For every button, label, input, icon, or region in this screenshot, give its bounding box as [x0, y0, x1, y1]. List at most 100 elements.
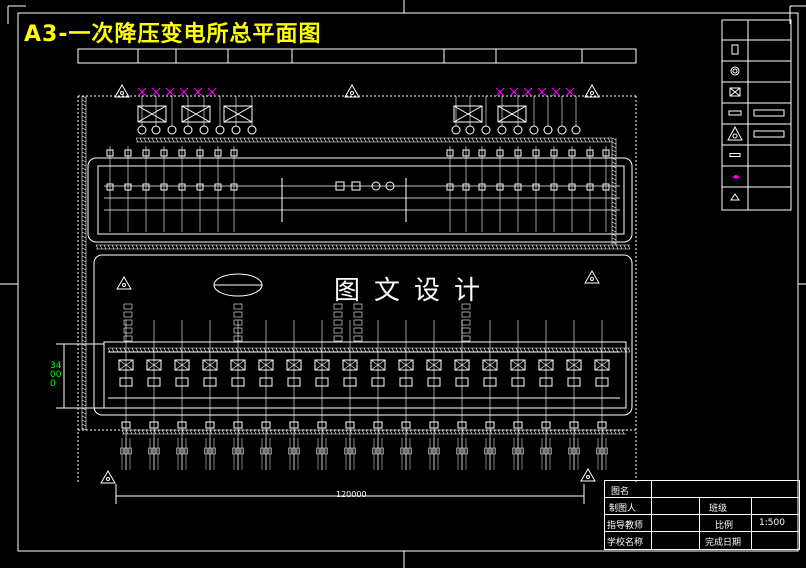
breaker-box: [178, 183, 186, 191]
transformer-circle: [137, 125, 147, 135]
feeder-box: [401, 421, 411, 429]
disconnect-switch: [160, 149, 168, 157]
feeder-cabinet: [286, 359, 302, 371]
breaker-box: [446, 183, 454, 191]
switch-stack: [353, 327, 363, 334]
lightning-rod-triangle: [116, 276, 132, 290]
svg-text:◂▸: ◂▸: [732, 172, 740, 181]
transformer-circle: [529, 125, 539, 135]
transformer-circle: [167, 125, 177, 135]
feeder-cabinet: [455, 377, 469, 387]
tb-advisor-label: 指导教师: [607, 521, 644, 531]
lightning-arrester-icon: [727, 125, 743, 141]
switch-stack: [353, 311, 363, 318]
feeder-cabinet: [510, 359, 526, 371]
feeder-box: [513, 421, 523, 429]
lightning-rod-triangle: [344, 84, 360, 98]
disconnect-switch: [586, 149, 594, 157]
transformer-circle: [451, 125, 461, 135]
rectangle-icon: [731, 44, 739, 55]
feeder-box: [597, 421, 607, 429]
breaker-box: [496, 183, 504, 191]
tower-frame: [453, 105, 483, 123]
vertical-dimension-label: 34000: [50, 361, 62, 389]
feeder-cabinet: [427, 377, 441, 387]
disconnect-switch: [106, 149, 114, 157]
feeder-cabinet: [454, 359, 470, 371]
feeder-cabinet: [398, 359, 414, 371]
outgoing-feeder-bays: [108, 303, 620, 470]
transformer-circle: [465, 125, 475, 135]
incoming-line-structures: [137, 87, 581, 135]
disconnect-switch: [230, 149, 238, 157]
switch-stack: [461, 319, 471, 326]
breaker-box: [532, 183, 540, 191]
feeder-box: [429, 421, 439, 429]
disconnect-switch: [514, 149, 522, 157]
feeder-box: [233, 421, 243, 429]
feeder-cabinet: [315, 377, 329, 387]
lightning-rod-triangle: [580, 468, 596, 482]
transformer-circle: [247, 125, 257, 135]
breaker-box: [124, 183, 132, 191]
bus-coupler: [335, 181, 345, 191]
transformer-circle: [183, 125, 193, 135]
switch-stack: [333, 311, 343, 318]
disconnect-switch: [124, 149, 132, 157]
feeder-cabinet: [287, 377, 301, 387]
breaker-box: [586, 183, 594, 191]
breaker-box: [142, 183, 150, 191]
breaker-box: [478, 183, 486, 191]
header-strip: [77, 48, 637, 64]
switch-stack: [123, 327, 133, 334]
switch-stack: [123, 311, 133, 318]
switch-stack: [123, 335, 133, 342]
feeder-box: [485, 421, 495, 429]
breaker-box: [230, 183, 238, 191]
switch-stack: [233, 335, 243, 342]
breaker-box: [602, 183, 610, 191]
bus-ct: [371, 181, 381, 191]
switch-stack: [333, 327, 343, 334]
switch-stack: [353, 335, 363, 342]
breaker-box-icon: [729, 87, 741, 97]
feeder-cabinet: [594, 359, 610, 371]
feeder-cabinet: [595, 377, 609, 387]
lightning-rod-triangle: [100, 470, 116, 484]
disconnect-switch: [602, 149, 610, 157]
transformer-circle: [199, 125, 209, 135]
transformer-circle: [543, 125, 553, 135]
legend-frame: [721, 19, 792, 211]
transformer-icon: [730, 66, 740, 76]
feeder-cabinet: [118, 359, 134, 371]
tower-frame: [181, 105, 211, 123]
drawing-title: A3-一次降压变电所总平面图: [24, 22, 322, 47]
disconnect-switch: [478, 149, 486, 157]
upper-switchyard-outline: [87, 157, 633, 243]
switch-stack: [233, 327, 243, 334]
switch-stack: [333, 303, 343, 310]
feeder-box: [261, 421, 271, 429]
switch-stack: [333, 335, 343, 342]
feeder-cabinet: [539, 377, 553, 387]
feeder-box: [317, 421, 327, 429]
feeder-cabinet: [426, 359, 442, 371]
breaker-box: [160, 183, 168, 191]
switch-stack: [461, 335, 471, 342]
transformer-circle: [557, 125, 567, 135]
disconnect-switch: [532, 149, 540, 157]
watermark-text: 图文设计: [334, 276, 495, 306]
breaker-box: [550, 183, 558, 191]
breaker-box: [214, 183, 222, 191]
feeder-cabinet: [343, 377, 357, 387]
feeder-cabinet: [203, 377, 217, 387]
feeder-cabinet: [175, 377, 189, 387]
feeder-box: [289, 421, 299, 429]
feeder-cabinet: [174, 359, 190, 371]
ground-icon: [730, 193, 740, 201]
feeder-cabinet: [371, 377, 385, 387]
feeder-box: [121, 421, 131, 429]
switch-stack: [233, 319, 243, 326]
